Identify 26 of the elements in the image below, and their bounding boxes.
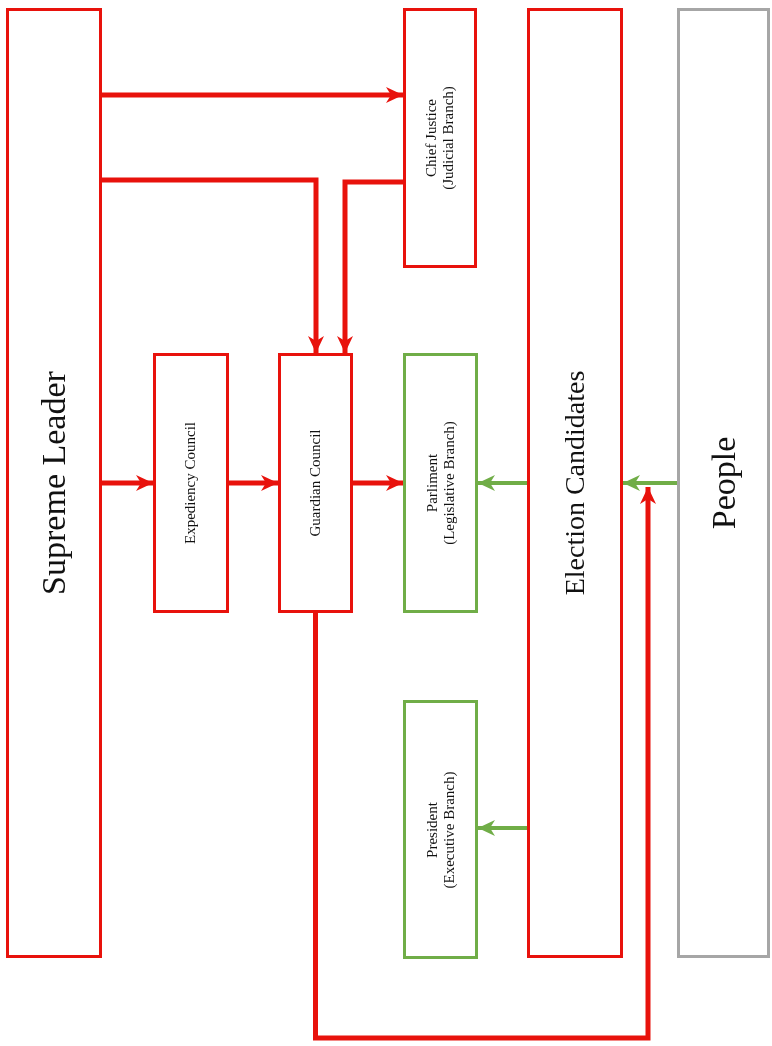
arrow	[337, 179, 403, 353]
node-label: People	[703, 435, 743, 532]
arrow	[478, 475, 527, 491]
org-box	[527, 8, 623, 958]
arrow	[623, 475, 677, 491]
org-box	[278, 353, 353, 613]
node-label: Parliment (Legislative Branch)	[423, 420, 458, 547]
arrow	[102, 87, 403, 103]
node-label: Guardian Council	[306, 428, 324, 539]
arrow	[478, 820, 527, 836]
node-label: President (Executive Branch)	[423, 770, 458, 890]
arrow	[229, 475, 278, 491]
arrow	[102, 177, 324, 353]
node-label: Chief Justice (Judicial Branch)	[422, 85, 457, 192]
org-box	[6, 8, 102, 958]
org-box	[677, 8, 770, 958]
org-box	[403, 353, 478, 613]
node-label: Supreme Leader	[34, 370, 74, 597]
arrow	[313, 487, 656, 1041]
org-box	[403, 8, 477, 268]
arrow	[102, 475, 153, 491]
arrow	[353, 475, 403, 491]
org-box	[403, 700, 478, 959]
node-label: Election Candidates	[558, 369, 591, 598]
node-label: Expediency Council	[182, 420, 200, 547]
org-box	[153, 353, 229, 613]
